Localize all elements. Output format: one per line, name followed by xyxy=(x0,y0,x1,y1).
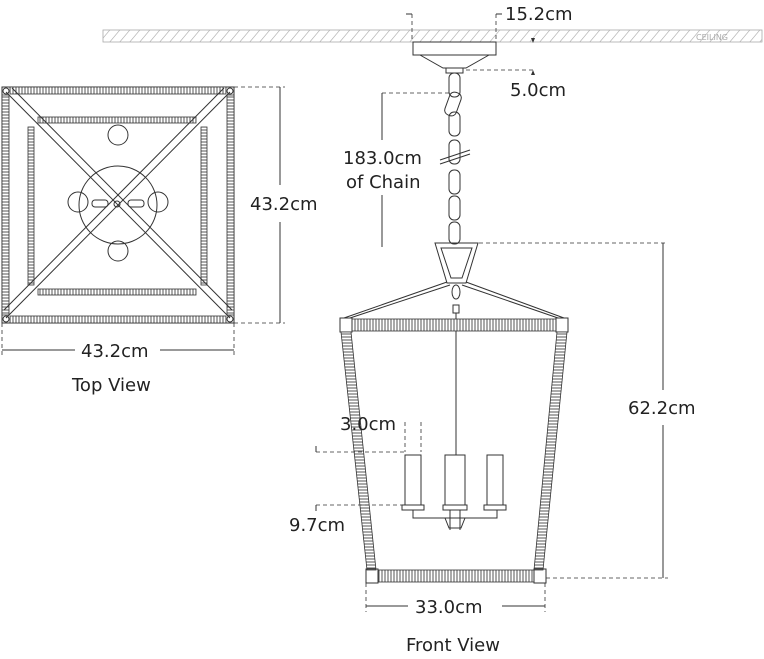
lantern-base-width-label: 33.0cm xyxy=(415,597,483,618)
outer-bar-top xyxy=(9,86,227,95)
inner-bar-bottom xyxy=(37,288,197,296)
top-view: 43.2cm 43.2cm Top View xyxy=(1,86,318,396)
canopy-width-label: 15.2cm xyxy=(505,4,573,25)
inner-bar-left xyxy=(27,126,35,286)
lantern-top-bar xyxy=(351,318,557,332)
chain-length-label: 183.0cm xyxy=(343,148,422,169)
front-view-caption: Front View xyxy=(406,635,500,656)
candles xyxy=(401,454,507,530)
lantern-front-view xyxy=(339,242,569,584)
ceiling: CEILING xyxy=(102,29,763,43)
lantern-bottom-bar xyxy=(377,569,535,583)
lantern-height-label: 62.2cm xyxy=(628,398,696,419)
chain-length-caption: of Chain xyxy=(346,172,421,193)
canopy xyxy=(412,41,497,74)
top-view-caption: Top View xyxy=(71,375,151,396)
top-view-width-label: 43.2cm xyxy=(81,341,149,362)
lantern-left-frame xyxy=(340,331,377,571)
inner-bar-right xyxy=(200,126,208,286)
candle-height-label: 9.7cm xyxy=(289,515,345,536)
ceiling-label: CEILING xyxy=(696,33,728,42)
outer-bar-right xyxy=(226,94,235,316)
canopy-height-label: 5.0cm xyxy=(510,80,566,101)
top-view-depth-label: 43.2cm xyxy=(250,194,318,215)
candle-width-label: 3.0cm xyxy=(340,414,396,435)
outer-bar-left xyxy=(1,94,10,316)
lantern-right-frame xyxy=(533,331,568,571)
chain xyxy=(439,72,471,245)
inner-bar-top xyxy=(37,116,197,124)
mounting-hub xyxy=(67,124,169,262)
outer-bar-bottom xyxy=(9,315,227,324)
